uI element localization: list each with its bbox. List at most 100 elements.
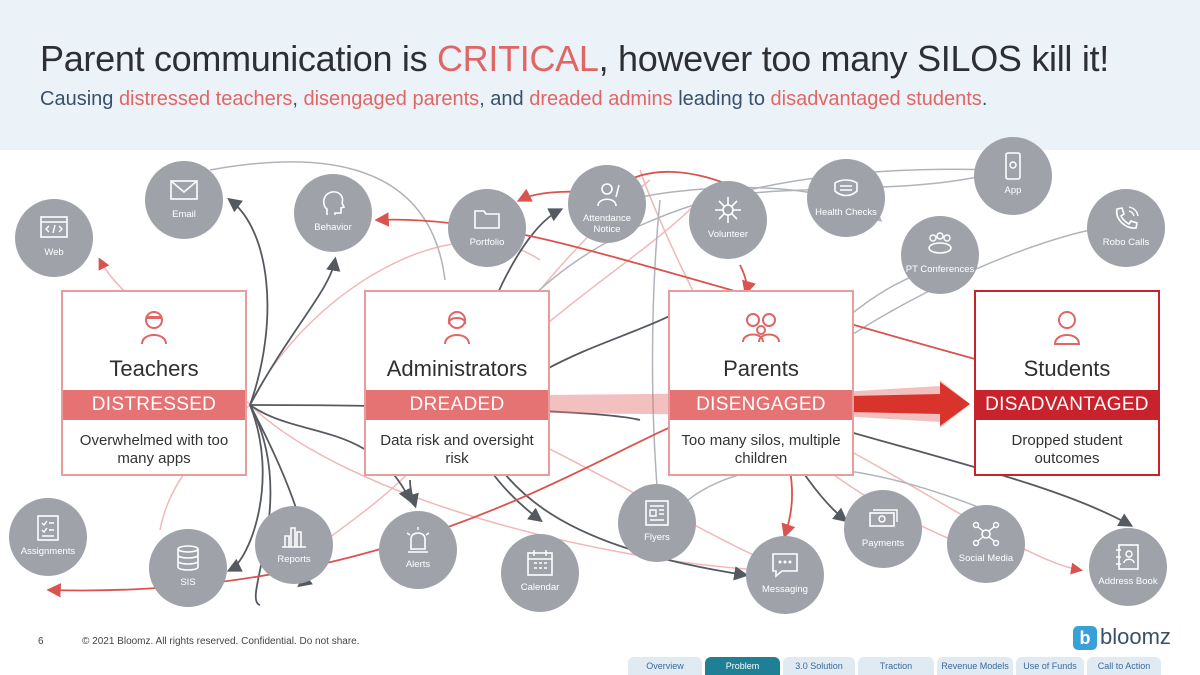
node-flyers: Flyers	[618, 484, 696, 562]
chat-bubble-icon	[772, 553, 798, 578]
siren-alert-icon	[406, 527, 430, 553]
node-email: Email	[145, 161, 223, 239]
node-label: Flyers	[644, 532, 670, 543]
node-portfolio: Portfolio	[448, 189, 526, 267]
node-label: Social Media	[958, 553, 1014, 564]
node-label: PT Conferences	[905, 264, 975, 275]
calendar-icon	[527, 550, 553, 576]
hands-together-icon	[715, 197, 741, 223]
tab-problem[interactable]: Problem	[705, 657, 780, 675]
node-label: Health Checks	[815, 207, 877, 218]
newspaper-icon	[645, 500, 669, 526]
title-highlight: CRITICAL	[436, 38, 599, 79]
student-raise-hand-icon	[597, 183, 620, 207]
database-icon	[177, 545, 199, 571]
node-label: Attendance Notice	[582, 213, 632, 235]
flow-arrow-head	[850, 382, 970, 426]
parents-desc: Too many silos, multiple children	[681, 432, 841, 467]
admins-box: Administrators DREADED Data risk and ove…	[364, 290, 550, 476]
admins-title: Administrators	[386, 356, 528, 381]
code-window-icon	[40, 216, 68, 238]
subtitle-text: , and	[479, 88, 530, 110]
node-sis: SIS	[149, 529, 227, 607]
folder-icon	[474, 210, 500, 229]
envelope-icon	[170, 180, 198, 200]
students-box: Students DISADVANTAGED Dropped student o…	[974, 290, 1160, 476]
family-icon	[742, 313, 780, 343]
administrator-icon	[444, 311, 470, 345]
subtitle-highlight-teachers: distressed teachers	[118, 88, 293, 110]
node-label: Messaging	[762, 584, 808, 595]
parents-status: DISENGAGED	[670, 390, 852, 420]
meeting-table-icon	[928, 232, 952, 254]
title-text-end: , however too many SILOS kill it!	[598, 38, 1110, 79]
tab-traction[interactable]: Traction	[858, 657, 934, 675]
bar-chart-icon	[282, 527, 306, 548]
teachers-status: DISTRESSED	[63, 390, 245, 420]
node-label: Portfolio	[469, 237, 505, 248]
teacher-icon	[141, 311, 167, 345]
node-pt-conferences: PT Conferences	[901, 216, 979, 294]
node-reports: Reports	[255, 506, 333, 584]
node-assignments: Assignments	[9, 498, 87, 576]
node-address-book: Address Book	[1089, 528, 1167, 606]
tab-solution[interactable]: 3.0 Solution	[783, 657, 855, 675]
node-messaging: Messaging	[746, 536, 824, 614]
logo-mark-icon: b	[1073, 626, 1097, 650]
students-desc: Dropped student outcomes	[1011, 432, 1123, 467]
node-label: Volunteer	[707, 229, 749, 240]
subtitle-highlight-admins: dreaded admins	[529, 88, 673, 110]
admins-desc: Data risk and oversight risk	[380, 432, 534, 467]
page-number: 6	[38, 636, 44, 647]
page-title: Parent communication is CRITICAL, howeve…	[40, 38, 1109, 80]
parents-box: Parents DISENGAGED Too many silos, multi…	[668, 290, 854, 476]
title-text: Parent communication is	[40, 38, 437, 79]
teachers-title: Teachers	[109, 356, 199, 381]
subtitle-text: Causing	[40, 88, 119, 110]
node-label: Email	[172, 209, 196, 220]
admins-status: DREADED	[366, 390, 548, 420]
node-robo-calls: Robo Calls	[1087, 189, 1165, 267]
subtitle-text: .	[981, 88, 988, 110]
node-behavior: Behavior	[294, 174, 372, 252]
tab-revenue-models[interactable]: Revenue Models	[937, 657, 1013, 675]
tab-use-of-funds[interactable]: Use of Funds	[1016, 657, 1084, 675]
network-share-icon	[972, 521, 1000, 547]
phone-ringing-icon	[1115, 206, 1139, 229]
clipboard-checklist-icon	[37, 515, 59, 541]
node-social-media: Social Media	[947, 505, 1025, 583]
section-nav: Overview Problem 3.0 Solution Traction R…	[628, 657, 1161, 675]
tab-call-to-action[interactable]: Call to Action	[1087, 657, 1161, 675]
node-label: Alerts	[405, 559, 431, 570]
node-label: SIS	[180, 577, 196, 588]
node-label: Calendar	[520, 582, 560, 593]
node-payments: Payments	[844, 490, 922, 568]
address-book-icon	[1116, 544, 1139, 570]
subtitle-highlight-students: disadvantaged students	[770, 88, 982, 110]
face-mask-icon	[834, 179, 858, 197]
node-label: Web	[44, 247, 64, 258]
page-subtitle: Causing distressed teachers, disengaged …	[40, 88, 987, 111]
node-volunteer: Volunteer	[689, 181, 767, 259]
node-attendance: Attendance Notice	[568, 165, 646, 243]
node-label: Address Book	[1098, 576, 1158, 587]
node-label: Robo Calls	[1102, 237, 1150, 248]
header-banner: Parent communication is CRITICAL, howeve…	[0, 0, 1200, 150]
node-app: App	[974, 137, 1052, 215]
cash-bills-icon	[869, 509, 898, 527]
subtitle-highlight-parents: disengaged parents	[303, 88, 480, 110]
copyright-text: © 2021 Bloomz. All rights reserved. Conf…	[82, 636, 360, 647]
node-health-checks: Health Checks	[807, 159, 885, 237]
teachers-box: Teachers DISTRESSED Overwhelmed with too…	[61, 290, 247, 476]
head-brain-icon	[322, 191, 346, 215]
students-title: Students	[1023, 356, 1111, 381]
node-alerts: Alerts	[379, 511, 457, 589]
subtitle-text: leading to	[672, 88, 771, 110]
node-web: Web	[15, 199, 93, 277]
smartphone-icon	[1005, 152, 1021, 180]
logo-wordmark: bloomz	[1100, 624, 1171, 649]
node-calendar: Calendar	[501, 534, 579, 612]
teachers-desc: Overwhelmed with too many apps	[79, 432, 229, 467]
subtitle-text: ,	[292, 88, 304, 110]
tab-overview[interactable]: Overview	[628, 657, 702, 675]
